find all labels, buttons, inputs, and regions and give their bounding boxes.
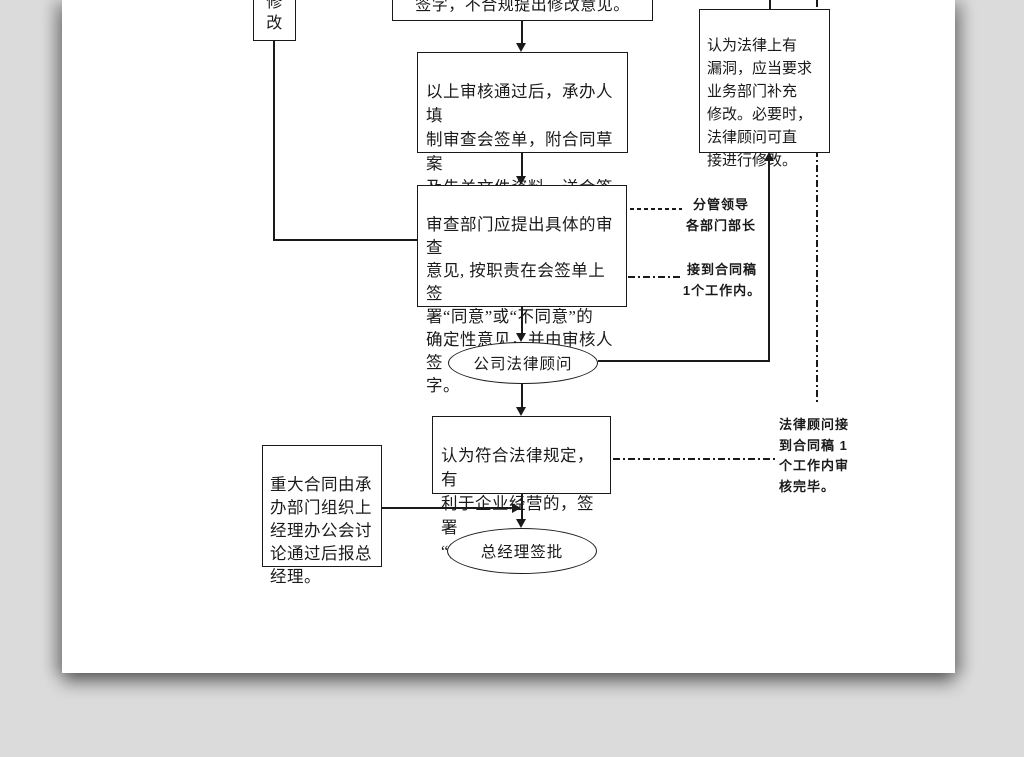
node-major-contract: 重大合同由承 办部门组织上 经理办公会讨 论通过后报总 经理。 — [262, 445, 382, 586]
node-company-counsel: 公司法律顾问 — [448, 342, 598, 384]
node-review-dept-label: 审查部门应提出具体的审查 意见, 按职责在会签单上签 署“同意”或“不同意”的 … — [426, 215, 613, 395]
node-fill-form: 以上审核通过后，承办人填 制审查会签单，附合同草案 及先关文件资料，送会签部 门… — [417, 52, 628, 245]
arrowhead-into-counsel-ellipse — [516, 333, 526, 342]
node-major-contract-label: 重大合同由承 办部门组织上 经理办公会讨 论通过后报总 经理。 — [270, 475, 372, 586]
arrowhead-major-junction — [512, 503, 521, 513]
connector-modify-down — [273, 41, 275, 240]
connector-dashed-leader — [630, 208, 682, 210]
annotation-counsel-deadline: 法律顾问接 到合同稿 1 个工作内审 核完毕。 — [779, 417, 850, 494]
connector-fill-to-review — [521, 152, 523, 177]
connector-dashdot-vertical — [816, 0, 818, 405]
connector-review-to-counsel — [521, 307, 523, 334]
connector-modify-to-review — [273, 239, 417, 241]
node-gm-approval-label: 总经理签批 — [480, 544, 564, 561]
arrowhead-into-gm-ellipse — [516, 519, 526, 528]
node-legal-flaw-label: 认为法律上有 漏洞，应当要求 业务部门补充 修改。必要时， 法律顾问可直 接进行… — [707, 38, 813, 169]
connector-dashdot-receive — [628, 276, 683, 278]
node-modify: 修 改 — [253, 0, 296, 41]
connector-legal-flaw-top — [769, 0, 771, 9]
annotation-receive-deadline: 接到合同稿 1个工作内。 — [682, 262, 762, 298]
connector-counsel-feedback-vertical — [768, 161, 770, 362]
node-review-dept: 审查部门应提出具体的审查 意见, 按职责在会签单上签 署“同意”或“不同意”的 … — [417, 185, 627, 395]
connector-counsel-to-comply — [521, 383, 523, 408]
node-sign-label: 签字，不合规提出修改意见。 — [415, 0, 630, 14]
connector-counsel-feedback-horizontal — [598, 360, 770, 362]
connector-dashdot-counsel-time — [613, 458, 775, 460]
node-company-counsel-label: 公司法律顾问 — [473, 356, 573, 373]
node-comply: 认为符合法律规定，有 利于企业经营的，签署 “同意”。 — [432, 416, 611, 561]
arrowhead-into-review-box — [516, 176, 526, 185]
annotation-leader: 分管领导 各部门部长 — [685, 197, 756, 233]
node-gm-approval: 总经理签批 — [447, 528, 597, 574]
arrowhead-into-comply-box — [516, 407, 526, 416]
node-sign: 签字，不合规提出修改意见。 — [392, 0, 653, 21]
connector-major-to-flow — [382, 507, 513, 509]
connector-comply-to-gm — [521, 493, 523, 520]
node-legal-flaw: 认为法律上有 漏洞，应当要求 业务部门补充 修改。必要时， 法律顾问可直 接进行… — [699, 9, 830, 169]
arrowhead-into-fill-box — [516, 43, 526, 52]
connector-sign-to-fill — [521, 21, 523, 44]
node-modify-label: 修 改 — [266, 0, 283, 32]
arrowhead-into-legal-flaw-box — [764, 152, 774, 161]
